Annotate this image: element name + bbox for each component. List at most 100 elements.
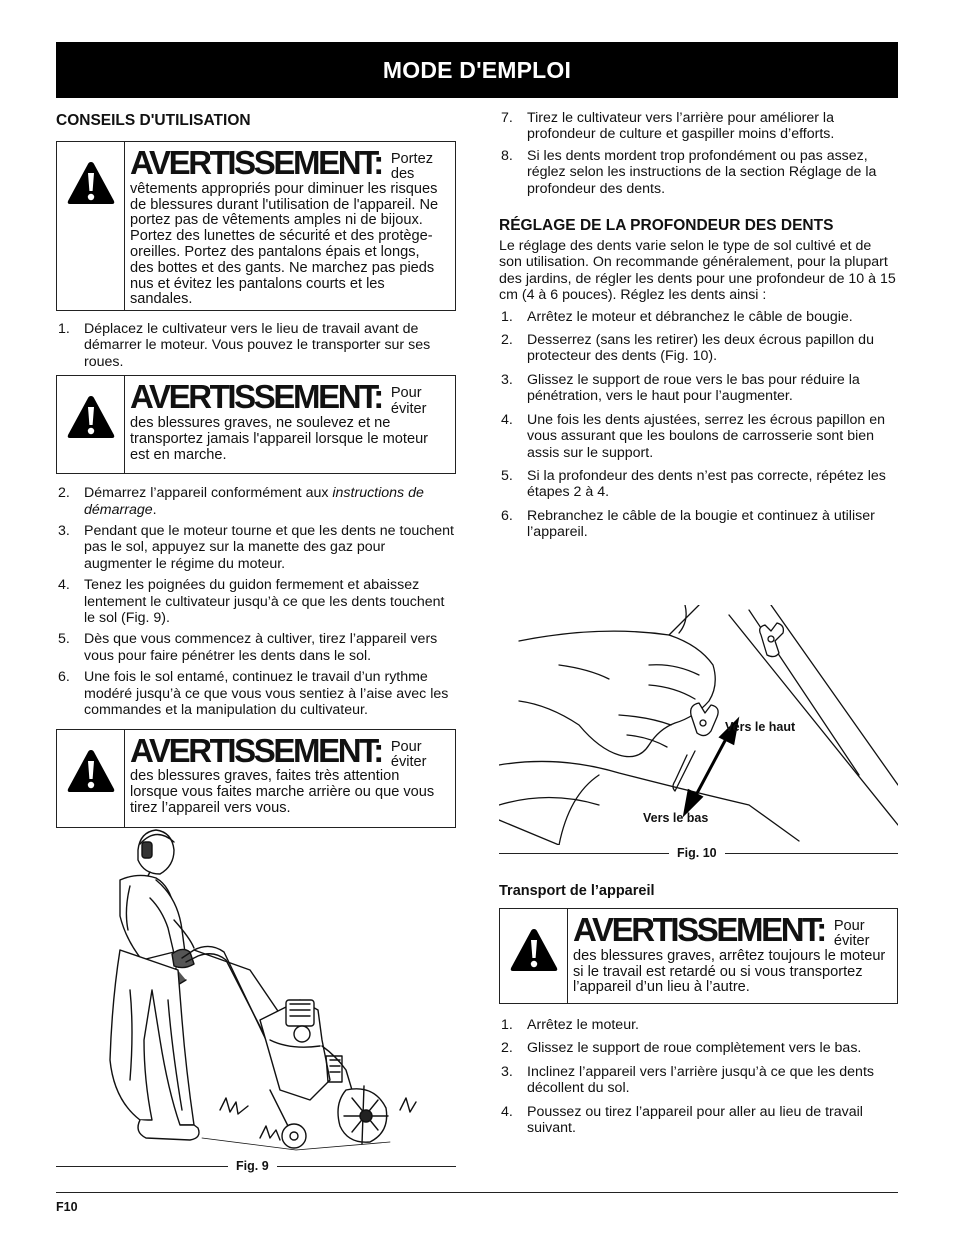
step-text: Poussez ou tirez l’appareil pour aller a…	[527, 1103, 863, 1137]
section-title: CONSEILS D'UTILISATION	[56, 112, 251, 129]
warning-title: AVERTISSEMENT:	[130, 378, 384, 416]
warning-title: AVERTISSEMENT:	[573, 911, 827, 948]
warning-icon-cell	[57, 142, 125, 310]
warning-text: AVERTISSEMENT: Portez des vêtements appr…	[125, 142, 455, 310]
step-text-tail: .	[152, 501, 157, 518]
step-number: 8.	[501, 147, 513, 164]
warning-icon-cell	[500, 909, 568, 1003]
list-item: 4. Tenez les poignées du guidon fermemen…	[56, 577, 456, 626]
list-item: 8. Si les dents mordent trop profondémen…	[499, 148, 898, 197]
depth-intro: Le réglage des dents varie selon le type…	[499, 238, 896, 304]
list-item: 5. Dès que vous commencez à cultiver, ti…	[56, 631, 456, 664]
list-item: 2. Glissez le support de roue complèteme…	[499, 1040, 898, 1056]
page-banner: MODE D'EMPLOI	[56, 42, 898, 98]
fig9-caption: Fig. 9	[236, 1159, 269, 1173]
fig9-illustration	[109, 829, 417, 1151]
warning-triangle-icon	[67, 396, 114, 439]
step-number: 7.	[501, 110, 513, 126]
section-title: RÉGLAGE DE LA PROFONDEUR DES DENTS	[499, 217, 834, 235]
warning-text: AVERTISSEMENT: Pour éviter des blessures…	[125, 376, 455, 473]
steps-list: 2. Démarrez l’appareil conformément aux …	[56, 485, 456, 718]
warning-text: AVERTISSEMENT: Pour éviter des blessures…	[568, 909, 897, 1003]
step-number: 1.	[58, 321, 70, 337]
warning-lead: Portez des	[390, 151, 434, 183]
list-item: 2. Démarrez l’appareil conformément aux …	[56, 485, 456, 518]
warning-triangle-icon	[67, 749, 114, 792]
step-text: Si les dents mordent trop profondément o…	[527, 147, 877, 197]
step-number: 4.	[58, 577, 70, 594]
step-number: 3.	[501, 371, 513, 388]
steps-list: 1. Arrêtez le moteur. 2. Glissez le supp…	[499, 1017, 898, 1136]
step-text: Déplacez le cultivateur vers le lieu de …	[84, 321, 431, 370]
right-column: 7. Tirez le cultivateur vers l’arrière p…	[499, 110, 898, 546]
step-number: 2.	[58, 485, 70, 502]
warning-header: AVERTISSEMENT: Pour éviter	[130, 731, 447, 771]
warning-box: AVERTISSEMENT: Pour éviter des blessures…	[56, 728, 456, 828]
steps-list: 7. Tirez le cultivateur vers l’arrière p…	[499, 110, 898, 197]
step-number: 5.	[501, 467, 513, 484]
step-number: 6.	[58, 669, 70, 686]
step-number: 2.	[501, 332, 513, 349]
page-code: F10	[56, 1200, 78, 1214]
fig10-caption: Fig. 10	[677, 846, 717, 860]
footer-divider	[56, 1192, 898, 1193]
step-text: Tirez le cultivateur vers l’arrière pour…	[527, 110, 835, 143]
transport-title: Transport de l’appareil	[499, 883, 655, 899]
steps-list: 1. Déplacez le cultivateur vers le lieu …	[56, 321, 456, 370]
list-item: 1. Arrêtez le moteur et débranchez le câ…	[499, 309, 898, 325]
step-number: 4.	[501, 411, 513, 428]
step-text: Tenez les poignées du guidon fermement e…	[84, 577, 445, 627]
list-item: 3. Glissez le support de roue vers le ba…	[499, 372, 898, 405]
transport-section: Transport de l’appareil AVERTISSEMENT: P…	[499, 882, 898, 1141]
step-number: 2.	[501, 1040, 513, 1057]
steps-list: 1. Arrêtez le moteur et débranchez le câ…	[499, 309, 898, 541]
list-item: 1. Arrêtez le moteur.	[499, 1017, 898, 1033]
warning-icon-cell	[57, 729, 125, 827]
warning-body: des blessures graves, ne soulevez et ne …	[130, 415, 429, 463]
banner-title: MODE D'EMPLOI	[382, 56, 572, 83]
warning-header: AVERTISSEMENT: Portez des	[130, 146, 447, 183]
warning-lead: Pour éviter	[390, 385, 427, 417]
warning-icon-cell	[57, 376, 125, 474]
warning-triangle-icon	[510, 929, 557, 971]
step-number: 1.	[501, 1017, 513, 1033]
warning-box: AVERTISSEMENT: Pour éviter des blessures…	[499, 908, 898, 1004]
warning-title: AVERTISSEMENT:	[130, 731, 384, 769]
fig10-label-down: Vers le bas	[643, 811, 709, 825]
warning-body: des blessures graves, faites très attent…	[130, 768, 435, 816]
step-text: Inclinez l’appareil vers l’arrière jusqu…	[527, 1063, 874, 1097]
warning-lead: Pour éviter	[833, 918, 870, 950]
list-item: 5. Si la profondeur des dents n’est pas …	[499, 468, 898, 501]
step-number: 4.	[501, 1103, 513, 1120]
warning-triangle-icon	[67, 162, 114, 204]
step-text-italic: instructions de démarrage	[84, 485, 424, 518]
list-item: 4. Une fois les dents ajustées, serrez l…	[499, 412, 898, 461]
step-text: Arrêtez le moteur.	[527, 1017, 639, 1033]
list-item: 3. Pendant que le moteur tourne et que l…	[56, 523, 456, 572]
list-item: 6. Rebranchez le câble de la bougie et c…	[499, 508, 898, 541]
step-number: 1.	[501, 308, 513, 325]
step-text: Si la profondeur des dents n’est pas cor…	[527, 467, 886, 501]
list-item: 1. Déplacez le cultivateur vers le lieu …	[56, 321, 456, 370]
step-text: Une fois le sol entamé, continuez le tra…	[84, 669, 449, 719]
warning-header: AVERTISSEMENT: Pour éviter	[573, 913, 889, 950]
warning-body: vêtements appropriés pour diminuer les r…	[130, 180, 439, 308]
fig10-illustration	[499, 605, 898, 845]
warning-box: AVERTISSEMENT: Portez des vêtements appr…	[56, 141, 456, 311]
step-number: 3.	[58, 523, 70, 540]
step-number: 6.	[501, 507, 513, 524]
step-text: Pendant que le moteur tourne et que les …	[84, 523, 454, 572]
step-text: Arrêtez le moteur et débranchez le câble…	[527, 308, 853, 325]
warning-box: AVERTISSEMENT: Pour éviter des blessures…	[56, 375, 456, 475]
step-text: Glissez le support de roue complètement …	[527, 1040, 862, 1057]
fig9-caption-row: Fig. 9	[56, 1159, 456, 1173]
list-item: 7. Tirez le cultivateur vers l’arrière p…	[499, 110, 898, 143]
step-text: Dès que vous commencez à cultiver, tirez…	[84, 631, 438, 664]
step-text: Démarrez l’appareil conformément aux	[84, 485, 333, 502]
step-text: Une fois les dents ajustées, serrez les …	[527, 411, 886, 461]
warning-text: AVERTISSEMENT: Pour éviter des blessures…	[125, 730, 455, 827]
list-item: 3. Inclinez l’appareil vers l’arrière ju…	[499, 1064, 898, 1097]
step-number: 5.	[58, 631, 70, 648]
list-item: 2. Desserrez (sans les retirer) les deux…	[499, 332, 898, 365]
left-column: CONSEILS D'UTILISATION AVERTISSEMENT: Po…	[56, 110, 456, 828]
